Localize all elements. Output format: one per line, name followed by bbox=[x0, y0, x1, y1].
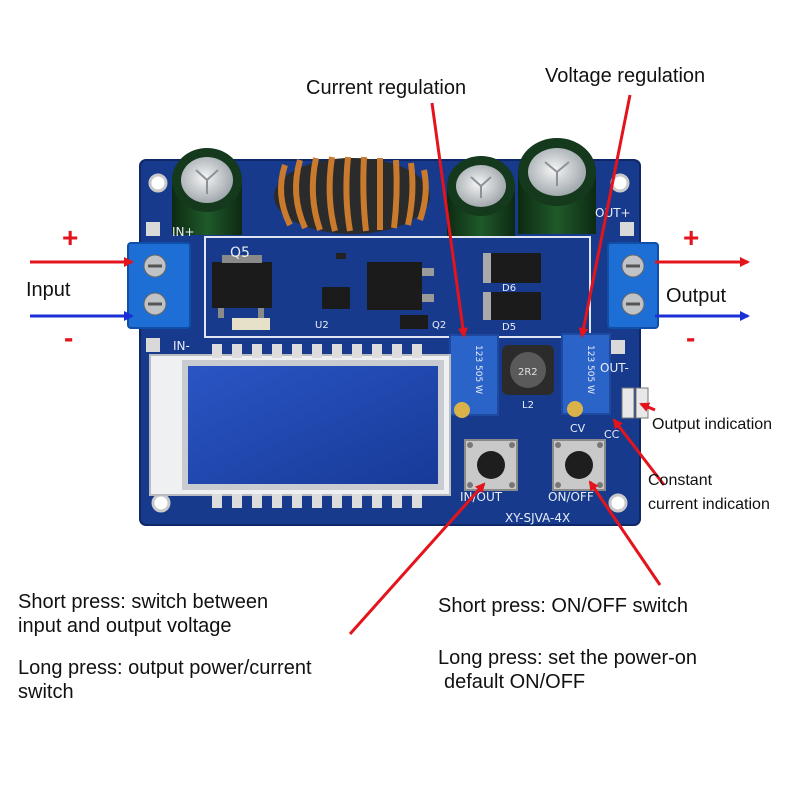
silk-out-plus: OUT+ bbox=[595, 206, 631, 220]
silk-d6: D6 bbox=[502, 283, 516, 294]
silk-inductor-code: 2R2 bbox=[518, 367, 538, 378]
silk-in-minus: IN- bbox=[173, 339, 190, 353]
led-output bbox=[621, 387, 635, 419]
on-off-button-arrow bbox=[588, 480, 662, 586]
silk-cv: CV bbox=[570, 422, 586, 435]
on-off-button bbox=[552, 439, 606, 491]
silk-out-minus: OUT- bbox=[600, 361, 629, 375]
output-label: Output bbox=[666, 285, 727, 307]
capacitor-left bbox=[172, 148, 242, 235]
in-out-button-arrow bbox=[348, 482, 486, 635]
constant-current-arrow bbox=[612, 418, 666, 486]
silk-q2: Q2 bbox=[432, 320, 446, 331]
capacitor-mid bbox=[447, 156, 515, 236]
on-off-long-press-line2: default ON/OFF bbox=[444, 671, 586, 693]
current-regulation-arrow bbox=[430, 102, 468, 338]
toroidal-inductor bbox=[274, 156, 430, 234]
silk-model: XY-SJVA-4X bbox=[505, 511, 570, 525]
on-off-short-press: Short press: ON/OFF switch bbox=[438, 595, 689, 617]
on-off-long-press-line1: Long press: set the power-on bbox=[438, 647, 698, 669]
output-terminal bbox=[607, 242, 659, 329]
in-out-short-press-line2: input and output voltage bbox=[18, 615, 232, 637]
silk-cc: CC bbox=[604, 428, 620, 441]
inductor-l2 bbox=[502, 345, 554, 395]
voltage-regulation-label: Voltage regulation bbox=[545, 65, 706, 87]
smd-part bbox=[336, 253, 346, 259]
in-out-long-press-line1: Long press: output power/current bbox=[18, 657, 312, 679]
mounting-hole bbox=[148, 173, 168, 193]
silk-pot-voltage: 123 505 W bbox=[585, 345, 595, 394]
smd-resistor bbox=[232, 318, 270, 330]
input-plus-sign: + bbox=[62, 222, 79, 253]
diode-d6 bbox=[483, 253, 541, 283]
in-out-button bbox=[464, 439, 518, 491]
in-out-long-press-line2: switch bbox=[18, 681, 74, 703]
voltage-regulation-arrow bbox=[578, 94, 632, 338]
ic-u2 bbox=[322, 287, 350, 309]
transistor-q5 bbox=[212, 255, 272, 318]
silk-on-off: ON/OFF bbox=[548, 490, 594, 504]
constant-current-label-line2: current indication bbox=[648, 496, 770, 513]
current-regulation-label: Current regulation bbox=[306, 77, 467, 99]
mounting-hole bbox=[608, 493, 628, 513]
lcd-display bbox=[149, 344, 451, 508]
output-minus-sign: - bbox=[686, 322, 696, 353]
diode-d5 bbox=[483, 292, 541, 320]
mosfet bbox=[367, 262, 434, 310]
input-terminal bbox=[127, 242, 191, 329]
current-potentiometer bbox=[449, 334, 499, 418]
input-minus-sign: - bbox=[64, 322, 74, 353]
silk-pot-current: 123 505 W bbox=[473, 345, 483, 394]
silk-in-plus: IN+ bbox=[172, 225, 195, 239]
silk-u2: U2 bbox=[315, 320, 329, 331]
constant-current-label-line1: Constant bbox=[648, 472, 713, 489]
capacitor-right bbox=[518, 138, 596, 234]
mounting-hole bbox=[151, 493, 171, 513]
smd-part bbox=[400, 315, 428, 329]
silk-l2: L2 bbox=[522, 400, 534, 411]
silk-d5: D5 bbox=[502, 322, 516, 333]
input-label: Input bbox=[26, 279, 71, 301]
output-indication-label: Output indication bbox=[652, 416, 773, 433]
output-indication-arrow bbox=[639, 402, 656, 412]
in-out-short-press-line1: Short press: switch between bbox=[18, 591, 269, 613]
output-plus-sign: + bbox=[683, 222, 700, 253]
silk-q5: Q5 bbox=[230, 245, 250, 261]
